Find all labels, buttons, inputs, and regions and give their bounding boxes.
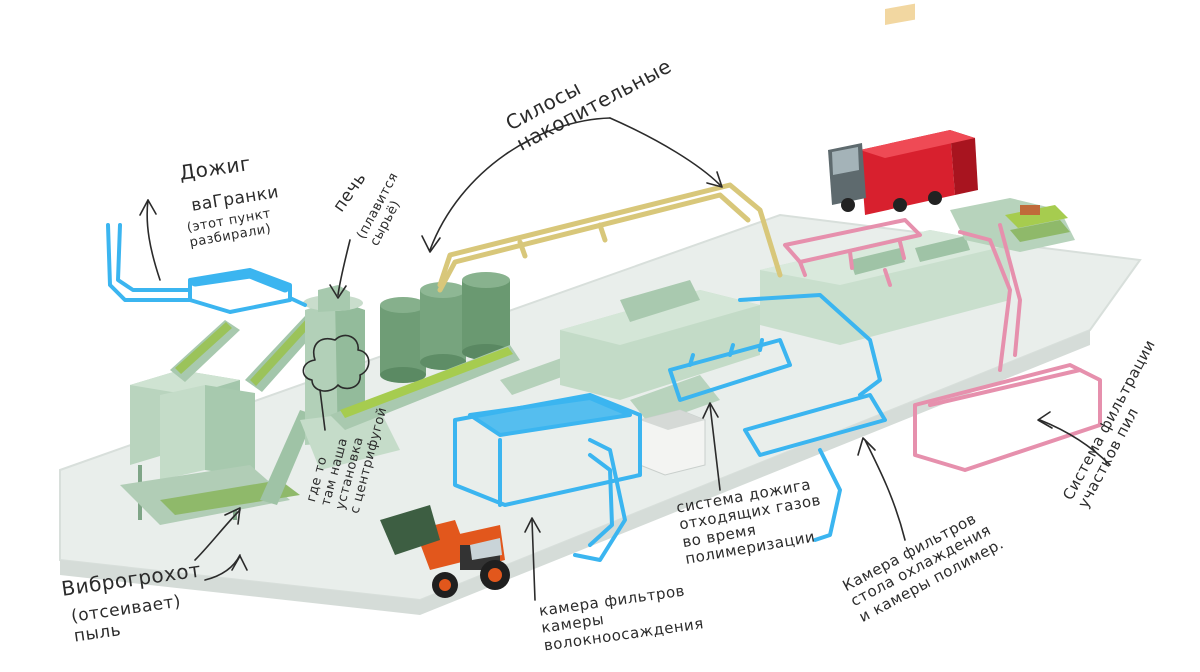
red-truck (828, 3, 978, 215)
central-machinery (560, 280, 760, 425)
small-building (639, 409, 706, 476)
ink-arrows (139, 117, 1111, 601)
orange-loader (380, 505, 510, 598)
storage-silos (380, 272, 510, 383)
yellow-annotation (437, 182, 783, 293)
pink-annotation (783, 218, 1102, 472)
blue-annotation (106, 223, 887, 562)
